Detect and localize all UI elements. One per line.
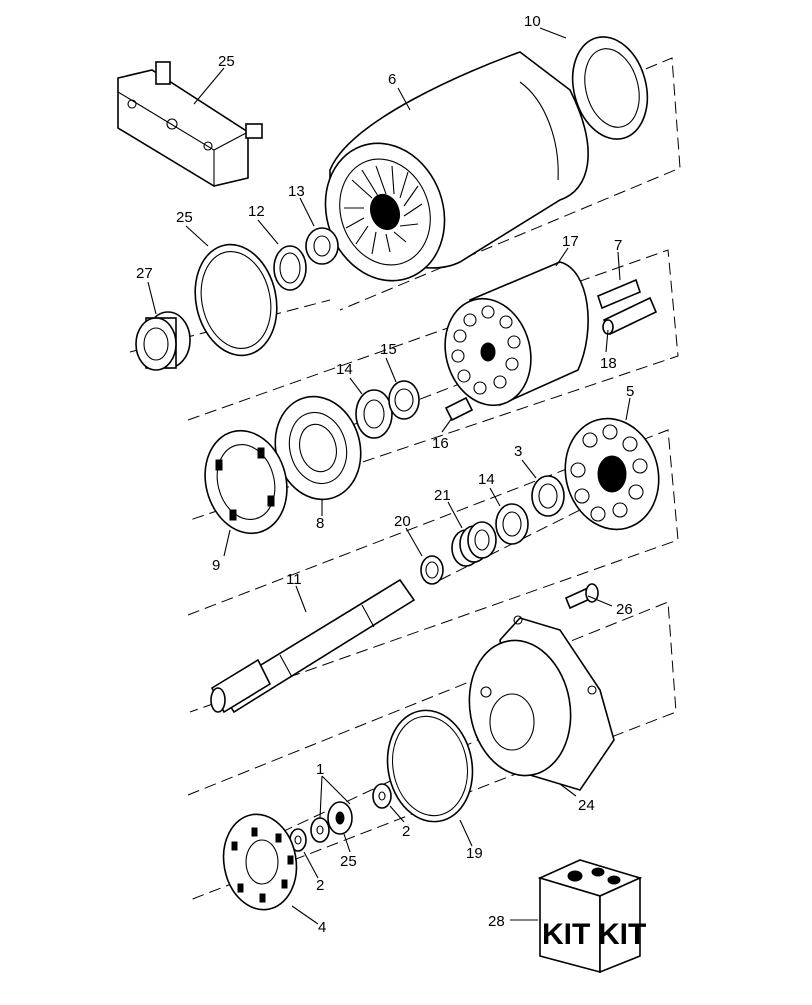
part-spring — [451, 521, 497, 567]
part-end-cover — [468, 615, 615, 791]
part-snap-ring — [273, 245, 307, 291]
callout-14b: 14 — [478, 471, 495, 488]
callout-6: 6 — [388, 71, 396, 88]
part-bearing-upper — [355, 389, 393, 439]
part-key — [597, 278, 641, 310]
callout-24: 26 — [616, 601, 633, 618]
callout-13: 13 — [288, 183, 305, 200]
part-bearing-lower — [495, 503, 529, 545]
part-o-ring-lower — [386, 709, 474, 823]
part-cam-ring — [564, 417, 660, 531]
callout-16: 16 — [432, 435, 449, 452]
callout-7: 7 — [614, 237, 622, 254]
part-cylinder-block — [444, 261, 589, 407]
callout-15: 15 — [380, 341, 397, 358]
part-plug — [444, 396, 474, 422]
callout-1: 1 — [316, 761, 324, 778]
part-bearing-3 — [531, 475, 565, 517]
part-valve-23 — [327, 801, 353, 835]
part-motor-housing — [324, 51, 589, 282]
part-shaft — [210, 578, 416, 714]
callout-2b: 2 — [316, 877, 324, 894]
kit-label-left: KIT — [542, 918, 590, 951]
callout-2a: 2 — [402, 823, 410, 840]
callout-20: 20 — [394, 513, 411, 530]
part-washer — [305, 227, 339, 265]
kit-box-icon: KIT KIT — [537, 859, 646, 974]
callout-8: 8 — [316, 515, 324, 532]
callout-12: 12 — [248, 203, 265, 220]
callout-18: 18 — [600, 355, 617, 372]
callout-28: 28 — [488, 913, 505, 930]
callout-11: 11 — [286, 571, 302, 588]
callout-10: 10 — [524, 13, 541, 30]
callout-25: 25 — [176, 209, 193, 226]
callout-22: 24 — [578, 797, 595, 814]
callout-9: 9 — [212, 557, 220, 574]
kit-label-right: KIT — [598, 918, 646, 951]
leader-lines — [147, 27, 631, 925]
callout-19: 19 — [466, 845, 483, 862]
callout-17: 17 — [562, 233, 579, 250]
part-o-ring-large — [194, 243, 278, 357]
callout-26: 25 — [218, 53, 235, 70]
callout-3: 3 — [514, 443, 522, 460]
part-bushing — [135, 311, 191, 371]
callout-labels: 10 6 25 25 12 13 27 17 7 18 15 14 16 8 9… — [136, 13, 634, 936]
part-seal-ring — [571, 36, 649, 140]
part-clip — [420, 555, 444, 585]
callout-14a: 14 — [336, 361, 353, 378]
part-bracket — [117, 61, 263, 187]
part-washer-1 — [310, 817, 330, 843]
part-washer-2b — [289, 828, 307, 852]
part-plate-4 — [222, 813, 298, 911]
part-bolt — [564, 583, 599, 610]
part-washer-2a — [372, 783, 392, 809]
part-bearing-small — [388, 380, 420, 420]
callout-23: 25 — [340, 853, 357, 870]
part-retainer-plate — [204, 429, 288, 535]
callout-4: 4 — [318, 919, 326, 936]
callout-27: 27 — [136, 265, 153, 282]
callout-5: 5 — [626, 383, 634, 400]
callout-21: 21 — [434, 487, 451, 504]
